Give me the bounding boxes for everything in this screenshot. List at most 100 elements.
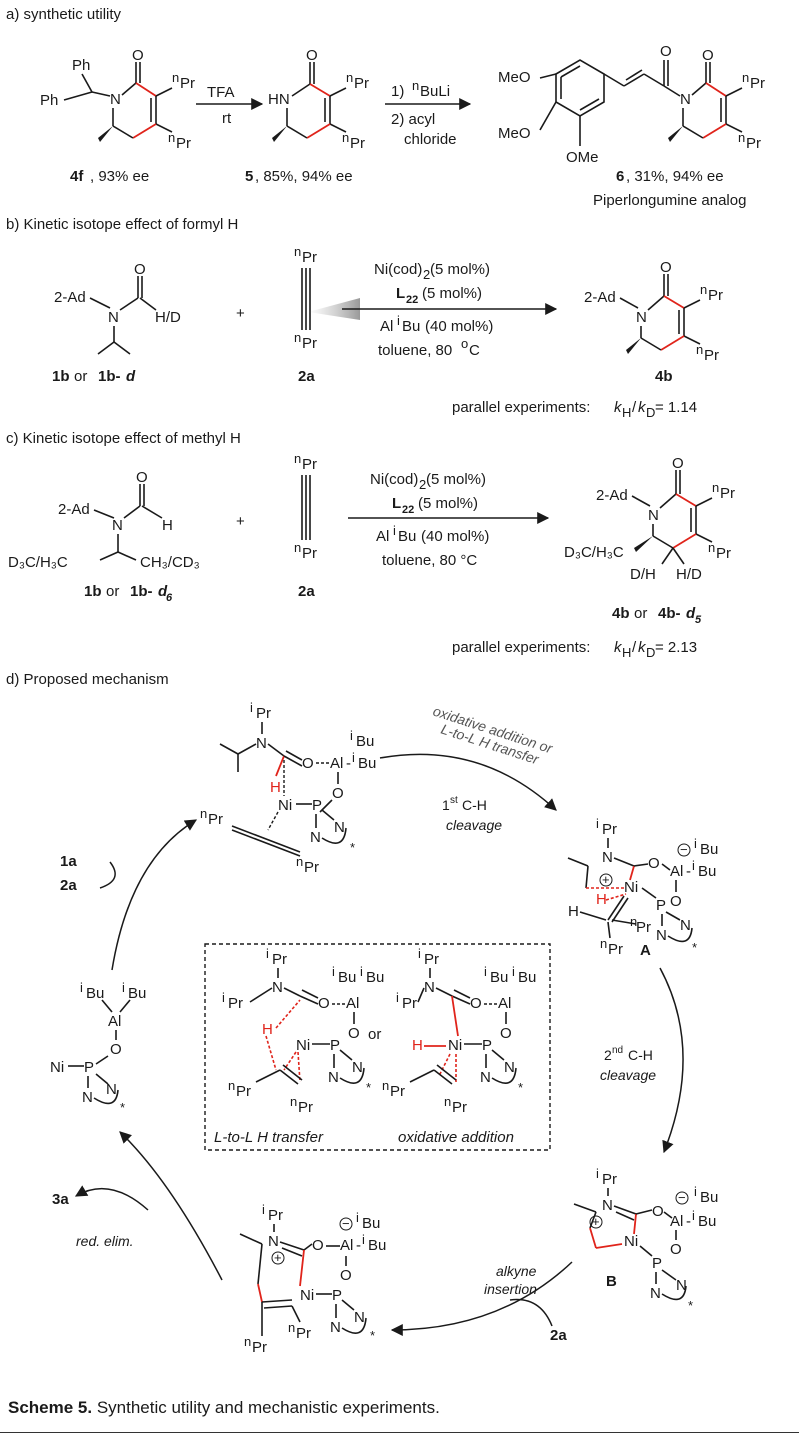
- svg-text:P: P: [84, 1059, 94, 1076]
- label-or-c2: or: [634, 605, 647, 622]
- svg-text:i: i: [332, 964, 335, 979]
- svg-text:O: O: [136, 469, 148, 486]
- svg-text:n: n: [412, 78, 419, 93]
- cycle-arrow-left-low: [119, 1131, 223, 1281]
- svg-text:O: O: [110, 1041, 122, 1058]
- sub-left: D₃C/H₃C: [8, 554, 68, 571]
- svg-text:O: O: [702, 47, 714, 64]
- label-3a: 3a: [52, 1191, 69, 1208]
- svg-text:n: n: [600, 936, 607, 951]
- svg-text:i: i: [393, 523, 396, 538]
- kie-b-value: = 1.14: [655, 399, 697, 416]
- svg-text:Pr: Pr: [228, 995, 243, 1012]
- cond-c2: L: [392, 495, 401, 512]
- meo-label-1: MeO: [498, 69, 531, 86]
- svg-text:i: i: [122, 980, 125, 995]
- plus-b: +: [236, 305, 245, 322]
- svg-text:Ni: Ni: [624, 879, 638, 896]
- figure-caption: Scheme 5. Synthetic utility and mechanis…: [8, 1398, 440, 1418]
- plus-c: +: [236, 513, 245, 530]
- label-6-name: Piperlongumine analog: [593, 192, 746, 209]
- ph-label-2: Ph: [40, 92, 58, 109]
- svg-text:H: H: [162, 517, 173, 534]
- svg-text:N: N: [602, 1197, 613, 1214]
- label-B: B: [606, 1273, 617, 1290]
- svg-text:O: O: [340, 1267, 352, 1284]
- svg-text:Bu: Bu: [358, 755, 376, 772]
- svg-text:Pr: Pr: [350, 135, 365, 152]
- reagent-2a: 1): [391, 83, 404, 100]
- svg-text:Pr: Pr: [296, 1325, 311, 1342]
- svg-text:N: N: [334, 819, 345, 836]
- svg-text:N: N: [106, 1081, 117, 1098]
- svg-text:Pr: Pr: [390, 1083, 405, 1100]
- svg-text:P: P: [652, 1255, 662, 1272]
- label-1bd6-sub: 6: [166, 592, 173, 604]
- svg-text:Bu: Bu: [518, 969, 536, 986]
- svg-text:Pr: Pr: [256, 705, 271, 722]
- svg-text:*: *: [692, 940, 697, 955]
- label-1bd-d: d: [126, 368, 136, 385]
- cond-b3b: Bu: [402, 318, 420, 335]
- svg-text:-: -: [686, 1213, 691, 1230]
- svg-text:i: i: [350, 728, 353, 743]
- meo-label-2: MeO: [498, 125, 531, 142]
- svg-text:Bu: Bu: [366, 969, 384, 986]
- label-6: 6: [616, 168, 624, 185]
- cond-c4: toluene, 80 °C: [382, 552, 477, 569]
- svg-text:N: N: [352, 1059, 363, 1076]
- label-A: A: [640, 942, 651, 959]
- svg-text:N: N: [676, 1277, 687, 1294]
- svg-text:i: i: [266, 946, 269, 961]
- cond-b3a: Al: [380, 318, 393, 335]
- svg-text:Pr: Pr: [720, 485, 735, 502]
- structure-1b: 2-Ad N O H/D: [54, 261, 181, 355]
- svg-text:i: i: [694, 836, 697, 851]
- svg-text:Al: Al: [108, 1013, 121, 1030]
- svg-text:Bu: Bu: [700, 841, 718, 858]
- label-2a-c: 2a: [298, 583, 315, 600]
- svg-text:n: n: [290, 1094, 297, 1109]
- svg-text:Ni: Ni: [300, 1287, 314, 1304]
- svg-text:n: n: [738, 130, 745, 145]
- svg-text:O: O: [652, 1203, 664, 1220]
- formyl-hd: H/D: [155, 309, 181, 326]
- svg-text:i: i: [484, 964, 487, 979]
- svg-text:Pr: Pr: [252, 1339, 267, 1356]
- svg-text:22: 22: [406, 294, 418, 306]
- svg-text:n: n: [172, 70, 179, 85]
- label-2a-b: 2a: [298, 368, 315, 385]
- svg-text:Al: Al: [346, 995, 359, 1012]
- step-ch1-num: 1: [442, 797, 450, 813]
- svg-text:i: i: [397, 313, 400, 328]
- kie-c-value: = 2.13: [655, 639, 697, 656]
- svg-text:i: i: [692, 858, 695, 873]
- svg-text:n: n: [228, 1078, 235, 1093]
- svg-text:O: O: [670, 893, 682, 910]
- svg-text:n: n: [200, 806, 207, 821]
- svg-text:O: O: [672, 455, 684, 472]
- svg-text:i: i: [352, 750, 355, 765]
- svg-text:i: i: [80, 980, 83, 995]
- svg-text:*: *: [350, 840, 355, 855]
- svg-text:Pr: Pr: [302, 249, 317, 266]
- svg-text:O: O: [348, 1025, 360, 1042]
- bottom-rule: [0, 1432, 799, 1433]
- sub-prod: D₃C/H₃C: [564, 544, 624, 561]
- step-alkyne-2: insertion: [484, 1281, 537, 1297]
- label-5-info: , 85%, 94% ee: [255, 168, 353, 185]
- svg-text:Bu: Bu: [362, 1215, 380, 1232]
- label-1bd6-d: d: [158, 583, 168, 600]
- svg-text:n: n: [346, 70, 353, 85]
- svg-text:O: O: [302, 755, 314, 772]
- svg-text:H: H: [596, 891, 607, 908]
- cond-b4: toluene, 80: [378, 342, 452, 359]
- svg-text:i: i: [262, 1202, 265, 1217]
- svg-text:Bu: Bu: [338, 969, 356, 986]
- svg-text:O: O: [318, 995, 330, 1012]
- svg-text:-: -: [356, 1237, 361, 1254]
